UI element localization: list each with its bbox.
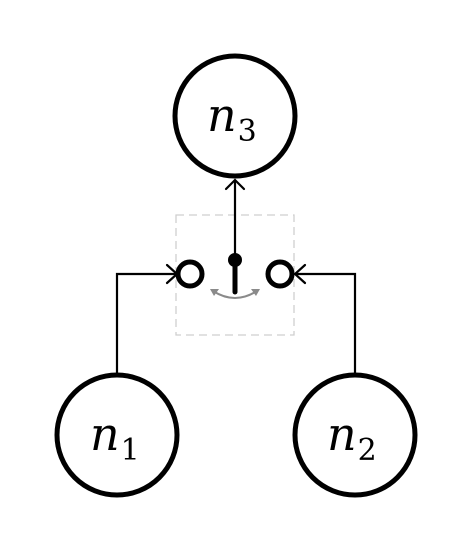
node-n3-subscript: 3: [238, 114, 257, 149]
node-n3-label: n3: [207, 88, 257, 149]
switch-right-terminal: [265, 259, 295, 289]
node-n3: n3: [172, 53, 298, 179]
switch-pivot: [228, 253, 242, 267]
switch-swing-arc: [212, 290, 258, 299]
node-n1-base: n: [90, 407, 120, 461]
arrowhead-n3: [224, 178, 246, 191]
node-n2-base: n: [327, 407, 357, 461]
node-n2-circle: [292, 372, 418, 498]
node-n1: n1: [54, 372, 180, 498]
node-n1-label: n1: [90, 407, 140, 468]
node-n2: n2: [292, 372, 418, 498]
node-n2-label: n2: [327, 407, 377, 468]
swing-arrow-right-icon: [251, 289, 260, 296]
edge-n2-to-switch: [295, 272, 357, 375]
node-n1-circle: [54, 372, 180, 498]
edge-n1-to-switch: [115, 272, 177, 375]
switch-left-terminal: [175, 259, 205, 289]
node-n2-subscript: 2: [358, 433, 377, 468]
node-n1-subscript: 1: [121, 433, 140, 468]
arrowhead-right-terminal: [293, 263, 307, 285]
node-n3-circle: [172, 53, 298, 179]
node-n3-base: n: [207, 88, 237, 142]
swing-arrow-left-icon: [210, 289, 219, 296]
